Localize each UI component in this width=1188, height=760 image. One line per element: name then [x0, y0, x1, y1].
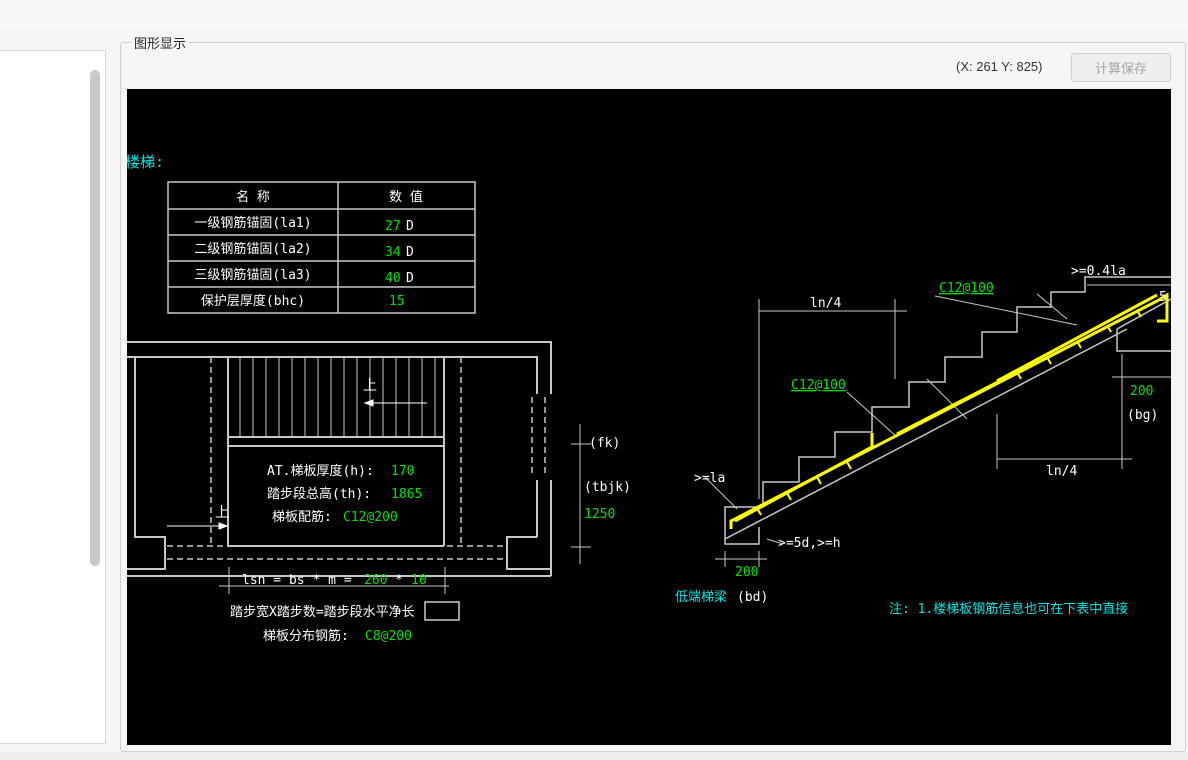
- tbjk-label: (tbjk): [584, 480, 631, 495]
- anchor-left-label: >=la: [694, 471, 725, 486]
- fk-label: (fk): [589, 436, 620, 451]
- bd-label: (bd): [737, 590, 768, 605]
- stair-drawing: 楼梯: 名 称 数 值 一级钢筋锚固(la1) 27 D 二级钢筋锚固(la2)…: [127, 153, 1171, 644]
- tbjk-value: 1250: [584, 507, 615, 522]
- stair-section-view: [724, 276, 1171, 545]
- plan-vertical-dims: [571, 424, 591, 564]
- table-row-value: 40: [385, 271, 401, 286]
- left-panel-scrollbar[interactable]: [90, 70, 100, 566]
- distribution-label: 梯板分布钢筋:: [263, 628, 349, 644]
- plan-tread-lines: [239, 357, 436, 437]
- height-value: 1865: [391, 487, 422, 502]
- group-title: 图形显示: [132, 33, 189, 52]
- table-header-value: 数 值: [389, 189, 423, 205]
- cursor-coordinates: (X: 261 Y: 825): [956, 59, 1043, 74]
- section-leaders: [704, 295, 1078, 545]
- params-table: [167, 181, 476, 314]
- calc-save-button[interactable]: 计算保存: [1071, 53, 1171, 82]
- plan-bottom-dim: [219, 567, 449, 594]
- left-list-panel[interactable]: [0, 50, 106, 744]
- section-rebar-ticks: [756, 309, 1142, 516]
- table-row-unit: D: [406, 245, 414, 260]
- table-row-value: 34: [385, 245, 401, 260]
- rebar-mid-label: C12@100: [791, 378, 846, 393]
- table-header-name: 名 称: [236, 189, 270, 205]
- ln4-bottom-label: ln/4: [1046, 464, 1077, 479]
- lsn-bs: 260: [364, 573, 387, 588]
- rebar-top-label: C12@100: [939, 281, 994, 296]
- window-bottom-strip: [0, 752, 1188, 760]
- low-beam-label: 低端梯梁: [675, 590, 727, 605]
- section-rebar: [729, 292, 1169, 529]
- plan-dashed-lines: [167, 357, 546, 560]
- plan-up-label: 上: [363, 378, 377, 394]
- table-row-value: 27: [385, 219, 401, 234]
- thickness-label: AT.梯板厚度(h):: [267, 463, 374, 479]
- dim-200-left: 200: [735, 565, 758, 580]
- window-top-strip: [0, 0, 1188, 28]
- height-label: 踏步段总高(th):: [267, 486, 371, 502]
- table-row-name: 二级钢筋锚固(la2): [194, 241, 311, 257]
- stair-plan-view: [127, 341, 552, 577]
- lsn-label: lsn = bs * m =: [242, 573, 352, 588]
- anchor-top-label: >=0.4la: [1071, 264, 1126, 279]
- lsn-m: 10: [411, 573, 427, 588]
- five-label: 5: [1159, 290, 1167, 305]
- note-text: 注: 1.楼梯板钢筋信息也可在下表中直接: [889, 601, 1128, 617]
- section-dims: [715, 284, 1171, 567]
- drawing-heading: 楼梯:: [127, 153, 164, 171]
- ln4-top-label: ln/4: [810, 296, 841, 311]
- table-row-unit: D: [406, 219, 414, 234]
- table-row-name: 保护层厚度(bhc): [201, 293, 305, 309]
- rebar-value: C12@200: [343, 510, 398, 525]
- table-row-name: 一级钢筋锚固(la1): [194, 215, 311, 231]
- distribution-value: C8@200: [365, 629, 412, 644]
- thickness-value: 170: [391, 464, 414, 479]
- plan-arrows: [167, 399, 427, 530]
- plan-up-label: 上: [215, 505, 229, 521]
- bg-label: (bg): [1127, 408, 1158, 423]
- table-row-name: 三级钢筋锚固(la3): [194, 267, 311, 283]
- dim-200-right: 200: [1130, 384, 1153, 399]
- dim-5d-label: >=5d,>=h: [778, 536, 841, 551]
- formula-box: [424, 601, 460, 621]
- rebar-label: 梯板配筋:: [272, 509, 332, 525]
- lsn-op: *: [395, 573, 403, 588]
- cad-canvas[interactable]: 楼梯: 名 称 数 值 一级钢筋锚固(la1) 27 D 二级钢筋锚固(la2)…: [127, 89, 1171, 745]
- formula-text: 踏步宽X踏步数=踏步段水平净长: [230, 604, 415, 620]
- table-row-value: 15: [389, 294, 405, 309]
- table-row-unit: D: [406, 271, 414, 286]
